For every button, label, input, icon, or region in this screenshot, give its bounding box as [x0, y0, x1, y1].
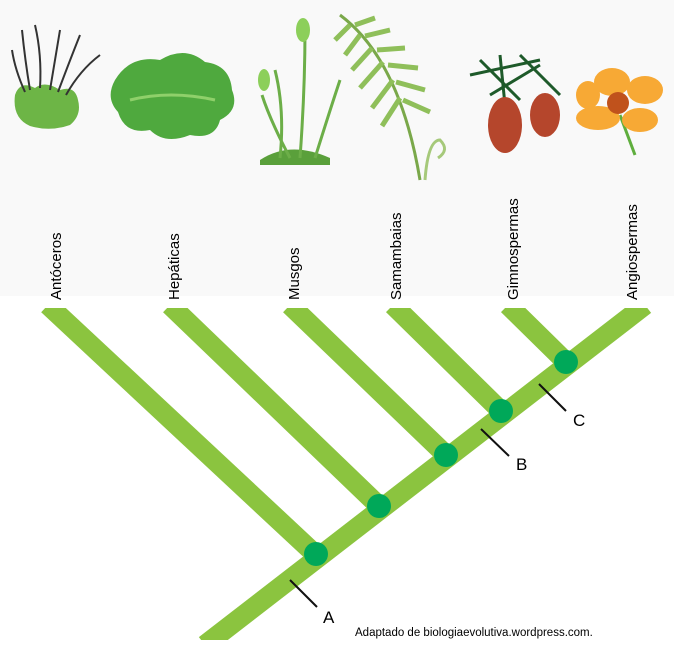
illustration-area	[0, 0, 674, 296]
node	[367, 494, 391, 518]
trunk	[198, 297, 652, 653]
tick-c	[538, 383, 567, 412]
source-caption: Adaptado de biologiaevolutiva.wordpress.…	[355, 627, 593, 639]
taxon-label-musgos: Musgos	[286, 247, 303, 300]
branch-gimnospermas	[500, 297, 574, 370]
taxon-label-angiospermas: Angiospermas	[624, 204, 641, 300]
taxon-label-antoceros: Antóceros	[48, 232, 65, 300]
branch-samambaias	[385, 297, 509, 419]
branch-hepaticas	[163, 297, 386, 514]
tick-b	[480, 428, 510, 457]
fern-icon	[333, 13, 446, 181]
node	[434, 443, 458, 467]
clade-label-b: B	[516, 455, 528, 474]
flower-icon	[576, 68, 663, 156]
branch-musgos	[283, 297, 453, 463]
hornwort-icon	[11, 24, 101, 129]
node	[489, 399, 513, 423]
pine-cone-icon	[469, 53, 562, 153]
tick-a	[289, 579, 318, 608]
taxon-label-hepaticas: Hepáticas	[166, 233, 183, 300]
moss-icon	[258, 18, 342, 165]
branch-antoceros	[41, 297, 323, 563]
node	[304, 542, 328, 566]
taxon-label-gimnospermas: Gimnospermas	[505, 198, 522, 300]
liverwort-icon	[110, 52, 235, 139]
node	[554, 350, 578, 374]
taxon-label-samambaias: Samambaias	[388, 212, 405, 300]
branches	[41, 297, 652, 653]
clade-label-a: A	[323, 608, 335, 627]
clade-label-c: C	[573, 411, 586, 430]
